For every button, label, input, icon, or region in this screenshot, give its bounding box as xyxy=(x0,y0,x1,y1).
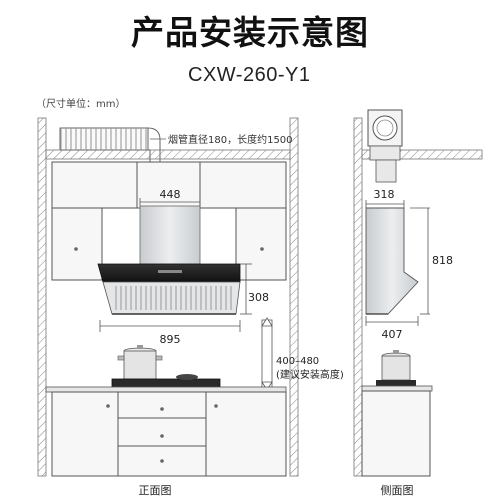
front-view: 烟管直径180，长度约1500 448 308 895 xyxy=(37,117,344,497)
top-depth-label: 318 xyxy=(374,188,395,201)
side-lower-cabinet xyxy=(361,390,431,477)
install-height-note: (建议安装高度) xyxy=(276,368,344,381)
side-gas-stove xyxy=(376,380,416,386)
hood-side-profile xyxy=(365,207,419,315)
stove-burner xyxy=(176,374,198,380)
unit-note: （尺寸单位：mm） xyxy=(36,99,126,110)
upper-cabinet-right xyxy=(235,207,287,281)
right-wall xyxy=(289,117,299,477)
drawer-knob xyxy=(160,434,164,438)
install-height-label: 400–480 xyxy=(276,356,319,367)
gas-stove xyxy=(111,378,221,388)
install-height-arrow xyxy=(261,319,273,389)
panel-height-label: 308 xyxy=(248,291,269,304)
left-wall xyxy=(37,117,47,477)
side-view-caption: 侧面图 xyxy=(381,484,414,497)
hood-width-label: 448 xyxy=(160,188,181,201)
upper-cabinet-left xyxy=(51,207,103,281)
side-countertop xyxy=(361,385,433,392)
flexible-duct xyxy=(59,127,161,196)
hood-chimney xyxy=(139,205,201,265)
upper-cabinet-top xyxy=(51,161,287,209)
front-view-caption: 正面图 xyxy=(139,484,172,497)
cabinet-knob xyxy=(260,247,264,251)
drawer-knob xyxy=(160,459,164,463)
cabinet-knob xyxy=(74,247,78,251)
drawer-knob xyxy=(160,407,164,411)
hood-filter xyxy=(114,286,232,310)
side-ceiling xyxy=(361,149,483,160)
side-view: 318 818 407 侧面图 xyxy=(353,109,483,497)
duct-opening xyxy=(372,115,398,141)
ceiling xyxy=(45,149,291,160)
lower-cabinets xyxy=(51,391,287,477)
cabinet-knob xyxy=(106,404,110,408)
page-title: 产品安装示意图 xyxy=(131,13,369,52)
control-panel[interactable] xyxy=(158,270,182,273)
total-height-label: 818 xyxy=(432,254,453,267)
side-wall xyxy=(353,117,363,477)
cabinet-knob xyxy=(214,404,218,408)
bottom-depth-label: 407 xyxy=(382,328,403,341)
model-number: CXW-260-Y1 xyxy=(188,64,311,86)
side-cooking-pot xyxy=(381,350,411,381)
countertop xyxy=(45,386,287,393)
total-width-label: 895 xyxy=(160,333,181,346)
duct-note: 烟管直径180，长度约1500 xyxy=(168,133,293,146)
cooking-pot xyxy=(117,345,163,380)
